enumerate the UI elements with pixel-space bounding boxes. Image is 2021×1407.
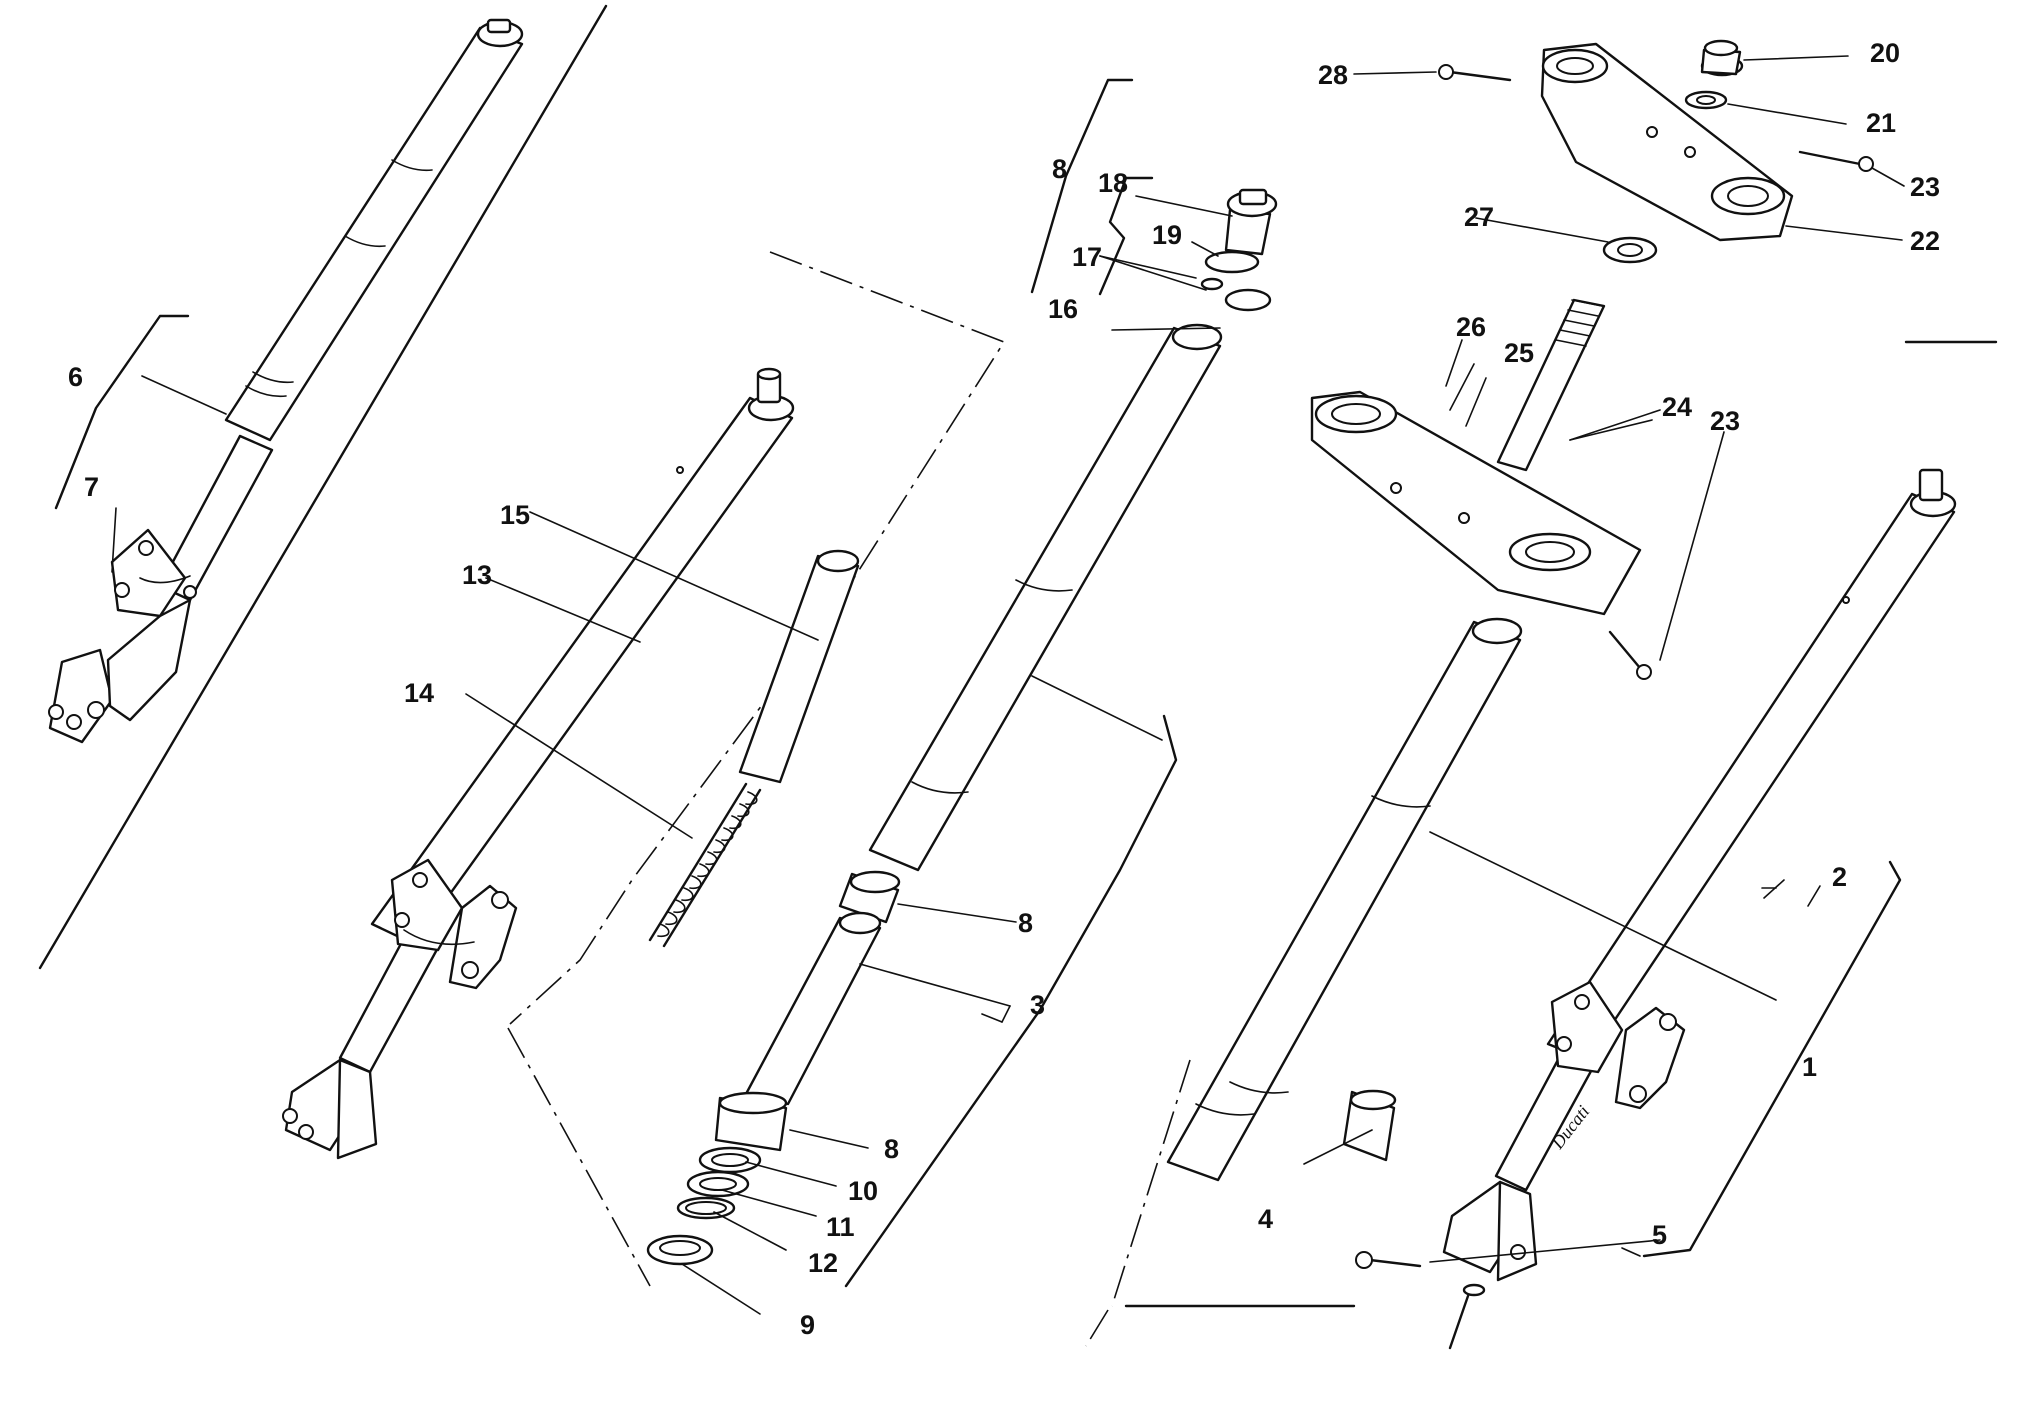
callout-labels: 1 2 3 4 5 6 7 8 8 8 9 10 11 12 13 14 15 … — [68, 38, 1940, 1340]
callout-9: 9 — [800, 1310, 815, 1340]
callout-2: 2 — [1832, 862, 1847, 892]
callout-16: 16 — [1048, 294, 1078, 324]
callout-20: 20 — [1870, 38, 1900, 68]
outer-slider — [282, 367, 795, 1160]
callout-3: 3 — [1030, 990, 1045, 1020]
callout-25: 25 — [1504, 338, 1534, 368]
callout-15: 15 — [500, 500, 530, 530]
callout-21: 21 — [1866, 108, 1896, 138]
right-fork-assembly: Ducati — [1085, 39, 1957, 1350]
callout-23-lower: 23 — [1710, 406, 1740, 436]
fork-leg-assembled — [38, 4, 608, 970]
callout-11: 11 — [826, 1212, 855, 1242]
callout-14: 14 — [404, 678, 434, 708]
callout-8-cap-group: 8 — [1052, 154, 1067, 184]
callout-5: 5 — [1652, 1220, 1667, 1250]
cartridge-parts — [507, 251, 1006, 1287]
callout-1: 1 — [1802, 1052, 1817, 1082]
callout-12: 12 — [808, 1248, 838, 1278]
callout-22: 22 — [1910, 226, 1940, 256]
callout-18: 18 — [1098, 168, 1128, 198]
stanchion-and-cap — [868, 188, 1278, 872]
callout-27: 27 — [1464, 202, 1494, 232]
callout-7: 7 — [84, 472, 99, 502]
callout-23-upper: 23 — [1910, 172, 1940, 202]
callout-13: 13 — [462, 560, 492, 590]
callout-8-lower-bushing: 8 — [884, 1134, 899, 1164]
callout-24: 24 — [1662, 392, 1692, 422]
callout-6: 6 — [68, 362, 83, 392]
callout-10: 10 — [848, 1176, 878, 1206]
callout-17: 17 — [1072, 242, 1102, 272]
callout-8-upper-bushing: 8 — [1018, 908, 1033, 938]
callout-4: 4 — [1258, 1204, 1273, 1234]
callout-26: 26 — [1456, 312, 1486, 342]
callout-19: 19 — [1152, 220, 1182, 250]
group-braces — [54, 78, 1998, 1308]
leader-lines — [111, 55, 1905, 1315]
callout-28: 28 — [1318, 60, 1348, 90]
